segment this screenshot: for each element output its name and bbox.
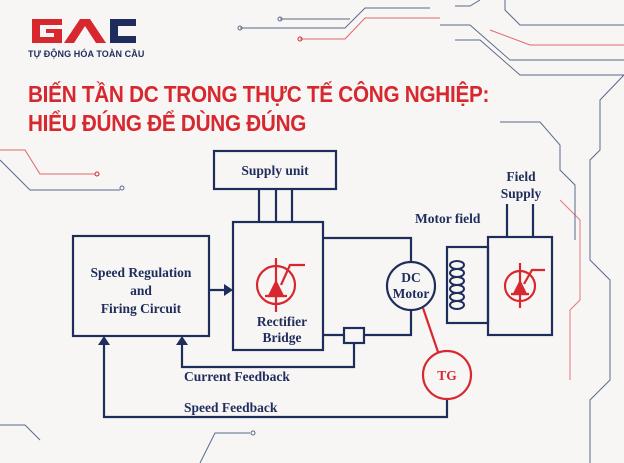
current-sensor-box	[342, 326, 366, 345]
thyristor-icon	[255, 258, 305, 312]
motor-label-2: Motor	[393, 286, 430, 301]
speed-reg-label-2: and	[130, 283, 152, 298]
rectifier-bridge-box	[231, 220, 325, 352]
speed-reg-label-3: Firing Circuit	[101, 301, 182, 316]
motor-field-label: Motor field	[415, 211, 481, 226]
field-thyristor-icon	[503, 263, 545, 308]
supply-unit-label: Supply unit	[241, 163, 309, 178]
speed-reg-label-1: Speed Regulation	[91, 265, 192, 280]
speed-feedback-label: Speed Feedback	[184, 400, 278, 415]
rectifier-label-1: Rectifier	[257, 314, 307, 329]
rectifier-label-2: Bridge	[263, 330, 302, 345]
title-line-1: BIẾN TẦN DC TRONG THỰC TẾ CÔNG NGHIỆP:	[28, 81, 490, 107]
motor-label-1: DC	[401, 270, 421, 285]
speed-feedback-arrow	[98, 336, 110, 345]
tg-label: TG	[437, 368, 457, 383]
tg-circle	[421, 349, 473, 401]
field-supply-box	[486, 235, 554, 337]
field-supply-label-2: Supply	[501, 186, 542, 201]
speed-regulation-box	[71, 234, 211, 338]
current-feedback-arrow	[176, 336, 188, 345]
field-supply-label-1: Field	[506, 169, 536, 184]
brand-tagline: TỰ ĐỘNG HÓA TOÀN CẦU	[28, 49, 145, 59]
arrow-to-rectifier	[224, 284, 233, 296]
field-coil-icon	[449, 260, 465, 310]
current-feedback-label: Current Feedback	[184, 369, 290, 384]
gac-logo	[32, 19, 136, 43]
page-title: BIẾN TẦN DC TRONG THỰC TẾ CÔNG NGHIỆP: H…	[28, 80, 489, 138]
title-line-2: HIỂU ĐÚNG ĐỂ DÙNG ĐÚNG	[28, 110, 307, 136]
